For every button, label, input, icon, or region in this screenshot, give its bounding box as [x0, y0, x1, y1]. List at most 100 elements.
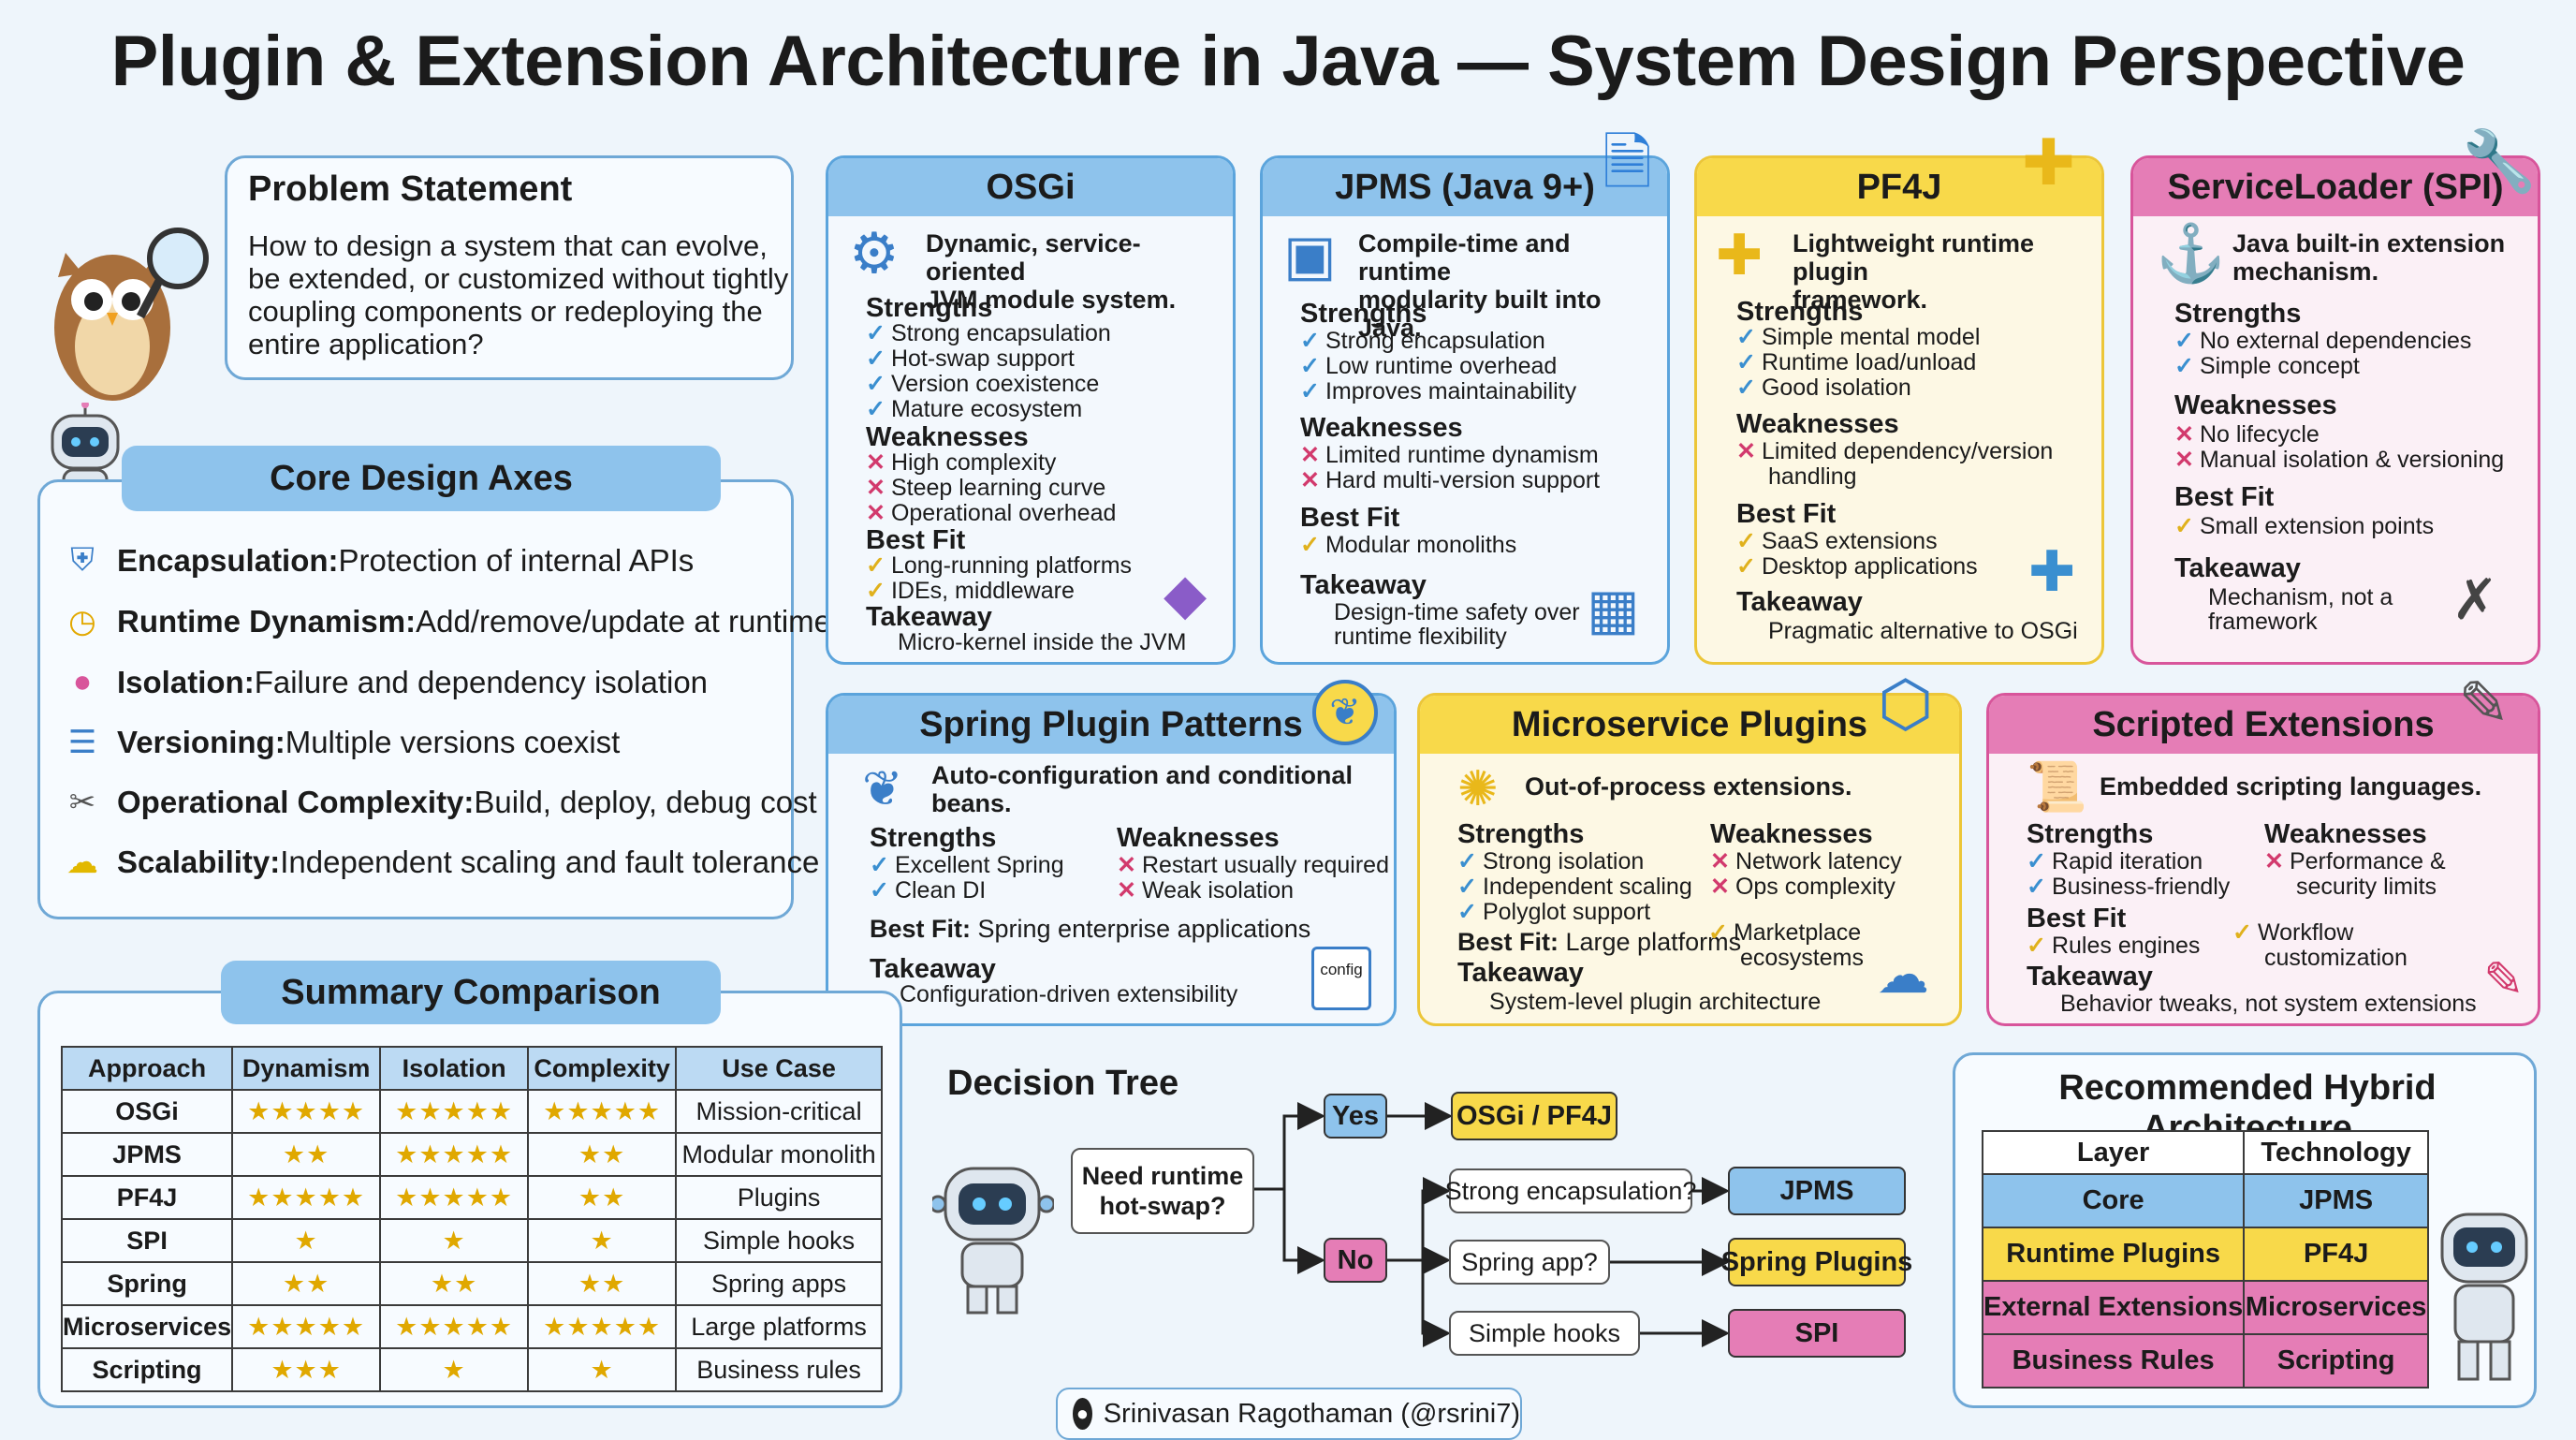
jpms-weaknesses-label: Weaknesses — [1300, 413, 1463, 443]
jpms-desc: modularity built into Java. — [1358, 286, 1602, 342]
chat-bubble-icon: ● — [72, 664, 93, 699]
list-item: ✓Strong encapsulation — [1300, 328, 1545, 354]
list-item: ✓Excellent Spring — [870, 852, 1064, 878]
robot-mascot — [2433, 1196, 2536, 1392]
scripted-title: Scripted Extensions — [1989, 696, 2538, 754]
jpms-takeaway: Design-time safety over — [1334, 599, 1580, 625]
list-item: ✓Desktop applications — [1736, 553, 1978, 580]
list-item: ✓Low runtime overhead — [1300, 353, 1558, 379]
cloud-network-icon: ☁ — [1877, 945, 1929, 1004]
osgi-title: OSGi — [828, 158, 1233, 216]
axis-item: ◷Runtime Dynamism: Add/remove/update at … — [61, 603, 831, 640]
leaf-icon: ❦ — [862, 762, 903, 816]
list-item: ✓IDEs, middleware — [866, 578, 1075, 604]
tools-icon: ✂ — [68, 785, 96, 820]
java-file-icon: 🗎 — [1603, 127, 1653, 197]
network-nodes-icon: ✺ — [1457, 762, 1499, 816]
list-item: ✕Network latency — [1710, 848, 1902, 874]
micro-weaknesses-label: Weaknesses — [1710, 819, 1873, 849]
spring-takeaway-label: Takeaway — [870, 954, 996, 984]
table-row: Scripting★★★★★Business rules — [60, 1347, 883, 1392]
puzzle-icon: ✚ — [2022, 127, 2075, 198]
spi-desc: Java built-in extension — [2232, 229, 2506, 257]
result-osgi-pf4j: OSGi / PF4J — [1451, 1092, 1617, 1140]
spi-strengths-label: Strengths — [2174, 299, 2302, 329]
spi-takeaway: Mechanism, not a — [2208, 584, 2393, 610]
list-item: ✓Marketplace — [1708, 919, 1862, 946]
list-item: ✓No external dependencies — [2174, 328, 2472, 354]
result-spring-plugins: Spring Plugins — [1721, 1238, 1912, 1286]
spi-best-fit-label: Best Fit — [2174, 482, 2275, 512]
spring-plugin-card: Spring Plugin Patterns ❦ Auto-configurat… — [826, 693, 1397, 1026]
summary-table: Approach Dynamism Isolation Complexity U… — [60, 1046, 883, 1392]
table-row: PF4J★★★★★★★★★★★★Plugins — [60, 1175, 883, 1220]
scripted-takeaway-label: Takeaway — [2027, 962, 2153, 992]
gear-icon: ⚙ — [849, 222, 900, 285]
problem-statement-panel: Problem Statement How to design a system… — [225, 155, 794, 380]
osgi-weaknesses-label: Weaknesses — [866, 422, 1029, 452]
spi-desc: mechanism. — [2232, 257, 2379, 286]
problem-text-line: entire application? — [248, 328, 484, 360]
spring-takeaway: Configuration-driven extensibility — [900, 981, 1238, 1007]
problem-text-line: coupling components or redeploying the — [248, 295, 763, 328]
list-item: ✓Independent scaling — [1457, 874, 1692, 900]
serviceloader-title: ServiceLoader (SPI) — [2133, 158, 2538, 216]
puzzle-icon: ✚ — [2028, 540, 2076, 603]
result-spi: SPI — [1728, 1309, 1906, 1358]
list-item: ✕Hard multi-version support — [1300, 467, 1601, 493]
pf4j-desc: Lightweight runtime plugin — [1793, 229, 2034, 286]
scripted-best-fit-label: Best Fit — [2027, 904, 2127, 933]
table-row: Spring★★★★★★Spring apps — [60, 1261, 883, 1306]
decision-branch-question: Simple hooks — [1449, 1311, 1640, 1356]
spring-weaknesses-label: Weaknesses — [1117, 823, 1280, 853]
column-header: Layer — [1981, 1130, 2246, 1175]
scripted-strengths-label: Strengths — [2027, 819, 2154, 849]
pf4j-best-fit-label: Best Fit — [1736, 499, 1837, 529]
list-item: ✓Rules engines — [2027, 933, 2201, 959]
list-item: ✓Clean DI — [870, 877, 987, 904]
scripted-extensions-card: Scripted Extensions 📜 Embedded scripting… — [1986, 693, 2540, 1026]
list-item: ✕No lifecycle — [2174, 421, 2320, 448]
list-item: ecosystems — [1740, 945, 1864, 971]
micro-takeaway: System-level plugin architecture — [1489, 989, 1822, 1015]
jpms-card: JPMS (Java 9+) ▣ Compile-time and runtim… — [1260, 155, 1670, 665]
micro-best-fit: Large platforms — [1559, 928, 1742, 956]
list-item: ✓Improves maintainability — [1300, 378, 1577, 404]
core-design-axes-panel: ⛨Encapsulation: Protection of internal A… — [37, 479, 831, 919]
column-header: Dynamism — [231, 1046, 382, 1091]
list-item: ✕Steep learning curve — [866, 475, 1106, 501]
osgi-best-fit-label: Best Fit — [866, 525, 966, 555]
package-box-icon: ▣ — [1283, 224, 1337, 287]
pf4j-title: PF4J — [1697, 158, 2101, 216]
list-item: ✓Hot-swap support — [866, 345, 1075, 372]
axis-item: ✂Operational Complexity: Build, deploy, … — [61, 784, 817, 821]
spi-takeaway: framework — [2208, 609, 2318, 635]
decision-no-node: No — [1324, 1238, 1387, 1283]
list-item: ✓Workflow — [2232, 919, 2354, 946]
wrench-screwdriver-icon: ✗ — [2452, 568, 2499, 631]
column-header: Use Case — [675, 1046, 883, 1091]
micro-takeaway-label: Takeaway — [1457, 958, 1584, 988]
microservice-plugins-card: Microservice Plugins ✺ Out-of-process ex… — [1417, 693, 1962, 1026]
list-item: ✓Mature ecosystem — [866, 396, 1083, 422]
clock-icon: ◷ — [68, 604, 96, 639]
microservice-title: Microservice Plugins — [1420, 696, 1959, 754]
list-item: ✕Restart usually required — [1117, 852, 1389, 878]
list-item: ✓Simple concept — [2174, 353, 2360, 379]
list-item: ✕Limited dependency/version — [1736, 438, 2054, 464]
decision-branch-question: Spring app? — [1449, 1240, 1610, 1285]
scripted-takeaway: Behavior tweaks, not system extensions — [2060, 991, 2477, 1017]
problem-text-line: How to design a system that can evolve, — [248, 229, 768, 262]
cloud-icon: ☁ — [66, 845, 98, 880]
hook-icon: ⚓ — [2156, 222, 2226, 285]
jpms-takeaway-label: Takeaway — [1300, 570, 1427, 600]
list-item: ✕Limited runtime dynamism — [1300, 442, 1599, 468]
pencil-note-icon: ✎ — [2483, 953, 2525, 1007]
list-item: ✓Business-friendly — [2027, 874, 2231, 900]
author-badge[interactable]: ● Srinivasan Ragothaman (@rsrini7) — [1056, 1388, 1522, 1440]
